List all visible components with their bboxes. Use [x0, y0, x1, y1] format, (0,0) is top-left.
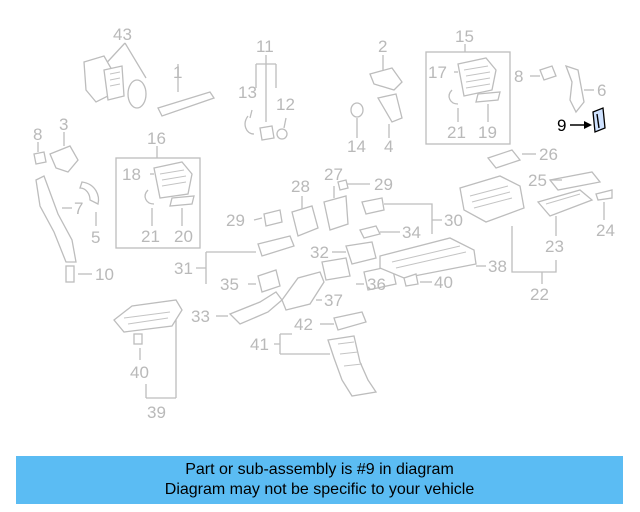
part-group-10	[65, 265, 92, 283]
callout-12: 12	[276, 95, 295, 114]
callout-15: 15	[455, 27, 474, 46]
banner-line-part-number: Part or sub-assembly is #9 in diagram	[185, 461, 454, 478]
callout-38: 38	[488, 257, 507, 276]
callout-2: 2	[378, 37, 387, 56]
part-group-8-6	[530, 64, 594, 114]
callout-8-left: 8	[33, 125, 42, 144]
part-group-2-4-14	[350, 55, 403, 138]
callout-18: 18	[122, 165, 141, 184]
callout-4: 4	[384, 137, 393, 156]
callout-39: 39	[147, 403, 166, 422]
callout-29-left: 29	[226, 211, 245, 230]
part-group-33-37	[216, 271, 325, 325]
callout-13: 13	[238, 83, 257, 102]
part-group-15	[425, 44, 511, 145]
part-group-22-26	[459, 149, 613, 284]
callout-36: 36	[367, 275, 386, 294]
callout-27: 27	[324, 165, 343, 184]
callout-21-top: 21	[447, 123, 466, 142]
callout-14: 14	[347, 137, 366, 156]
callout-35: 35	[220, 275, 239, 294]
callout-3: 3	[59, 115, 68, 134]
banner-line-disclaimer: Diagram may not be specific to your vehi…	[164, 481, 475, 498]
callout-24: 24	[596, 221, 615, 240]
callout-31: 31	[174, 259, 193, 278]
callout-11: 11	[256, 37, 274, 56]
callout-10: 10	[95, 265, 114, 284]
part-group-left-3-7-5	[33, 132, 100, 263]
callout-41: 41	[250, 335, 269, 354]
callout-17: 17	[428, 63, 447, 82]
callout-32: 32	[310, 243, 329, 262]
callout-28: 28	[291, 177, 310, 196]
part-9-highlighted[interactable]	[570, 107, 606, 133]
callout-16: 16	[147, 129, 166, 148]
callout-5: 5	[91, 228, 100, 247]
callout-33: 33	[191, 307, 210, 326]
callout-20: 20	[174, 227, 193, 246]
part-group-39	[113, 299, 183, 399]
parts-diagram: 43 1 11 13 12 2 14 4 15 17 21 19 8 6 9 8…	[33, 25, 615, 422]
info-banner: Part or sub-assembly is #9 in diagram Di…	[16, 456, 623, 504]
callout-43: 43	[113, 25, 132, 44]
part-group-11	[244, 55, 288, 141]
part-group-27-30	[253, 179, 442, 239]
callout-9-highlighted: 9	[557, 116, 566, 135]
callout-30: 30	[444, 211, 463, 230]
part-group-41-42	[274, 311, 378, 397]
callout-29-right: 29	[374, 175, 393, 194]
callout-34: 34	[402, 223, 421, 242]
callout-1: 1	[173, 63, 182, 82]
callout-19: 19	[478, 123, 497, 142]
callout-21-box16: 21	[141, 227, 160, 246]
callout-7: 7	[74, 199, 83, 218]
callout-8-right: 8	[514, 67, 523, 86]
callout-26: 26	[539, 145, 558, 164]
callout-42: 42	[294, 315, 313, 334]
callout-37: 37	[324, 291, 343, 310]
part-group-43	[83, 42, 147, 109]
part-group-1	[157, 64, 216, 117]
callout-6: 6	[597, 81, 606, 100]
callout-40-left: 40	[130, 363, 149, 382]
part-group-31-38	[196, 235, 486, 293]
callout-labels: 43 1 11 13 12 2 14 4 15 17 21 19 8 6 9 8…	[33, 25, 615, 422]
callout-25: 25	[528, 171, 547, 190]
callout-23: 23	[545, 237, 564, 256]
callout-22: 22	[530, 285, 549, 304]
part-group-16	[115, 146, 201, 249]
callout-40-center: 40	[434, 273, 453, 292]
